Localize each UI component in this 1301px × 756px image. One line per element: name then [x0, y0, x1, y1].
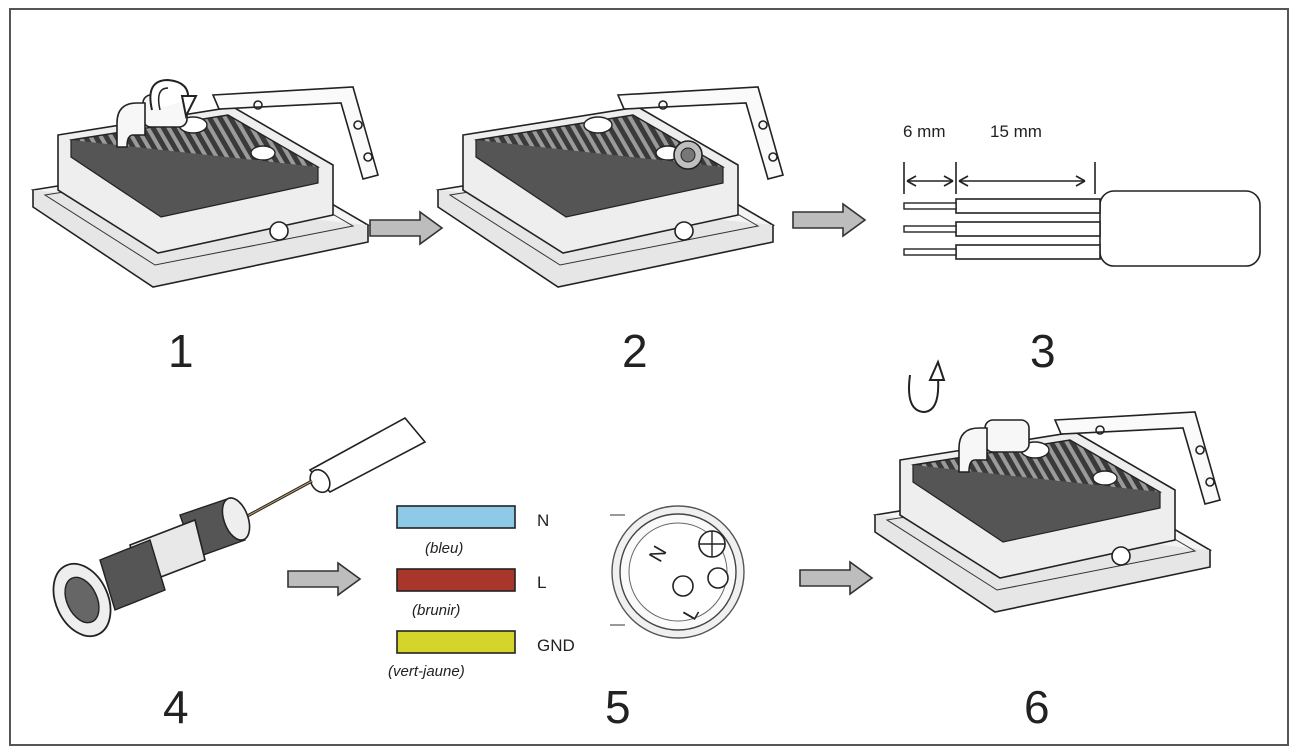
right-arrow-icon: [369, 211, 443, 245]
wire-swatch-n: [396, 505, 516, 529]
step-number-5: 5: [605, 681, 631, 733]
floodlight-icon: [874, 411, 1221, 613]
cable-gland-icon: [52, 416, 427, 638]
terminal-block-icon: [610, 505, 745, 639]
right-arrow-icon: [792, 203, 866, 237]
wire-gnd-label: GND: [537, 636, 575, 655]
step-number-3: 3: [1030, 325, 1056, 377]
sheath-length-label: 15 mm: [990, 122, 1042, 141]
wire-n-color: (bleu): [425, 540, 463, 557]
wire-swatch-l: [396, 568, 516, 592]
step-number-4: 4: [163, 681, 189, 733]
step-number-6: 6: [1024, 681, 1050, 733]
right-arrow-icon: [799, 561, 873, 595]
wire-n-label: N: [537, 511, 549, 530]
strip-length-label: 6 mm: [903, 122, 946, 141]
step-number-2: 2: [622, 325, 648, 377]
cable-strip-diagram: [903, 162, 1261, 267]
wire-color-legend: [396, 505, 516, 654]
rotate-arrow-icon: [149, 78, 198, 120]
wire-l-color: (brunir): [412, 602, 460, 619]
right-arrow-icon: [287, 562, 361, 596]
wire-l-label: L: [537, 573, 546, 592]
step-number-1: 1: [168, 325, 194, 377]
floodlight-icon: [32, 86, 379, 288]
floodlight-icon: [437, 86, 784, 288]
wire-swatch-gnd: [396, 630, 516, 654]
diagram-frame: [9, 8, 1289, 746]
rotate-arrow-icon: [908, 359, 946, 414]
wire-gnd-color: (vert-jaune): [388, 663, 465, 680]
